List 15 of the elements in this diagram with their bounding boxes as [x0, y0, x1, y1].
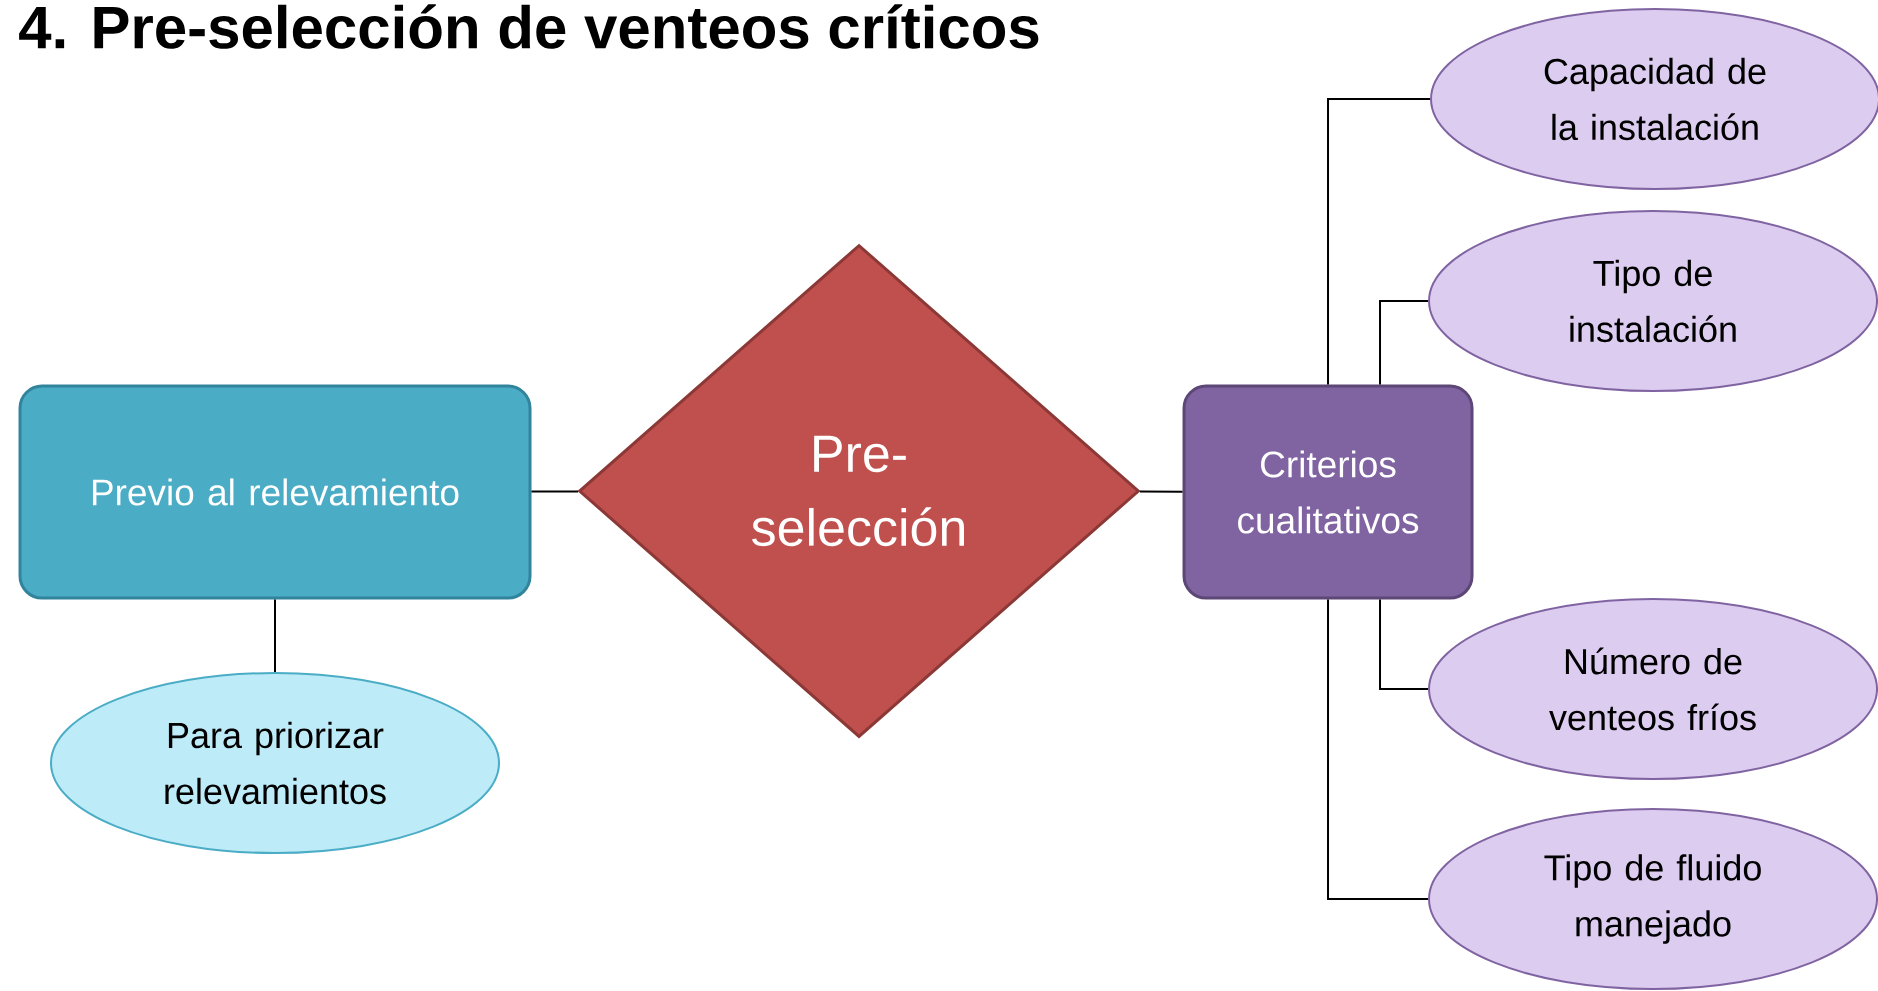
connector-line: [530, 490, 580, 493]
connector-line: [1327, 98, 1431, 386]
ellipse-node: Para priorizar relevamientos: [50, 672, 500, 854]
connector-line: [1379, 598, 1429, 690]
connector-line: [1379, 300, 1429, 386]
ellipse-node: Tipo de instalación: [1428, 210, 1878, 392]
process-box: Criterios cualitativos: [1182, 384, 1474, 600]
process-box: Previo al relevamiento: [18, 384, 532, 600]
connector-line: [1327, 598, 1429, 900]
ellipse-node: Capacidad de la instalación: [1430, 8, 1878, 190]
connector-line: [1138, 490, 1184, 493]
ellipse-node: Tipo de fluido manejado: [1428, 808, 1878, 990]
connector-line: [274, 598, 276, 673]
ellipse-node: Número de venteos fríos: [1428, 598, 1878, 780]
title: 4. Pre-selección de venteos críticos: [19, 4, 1039, 49]
